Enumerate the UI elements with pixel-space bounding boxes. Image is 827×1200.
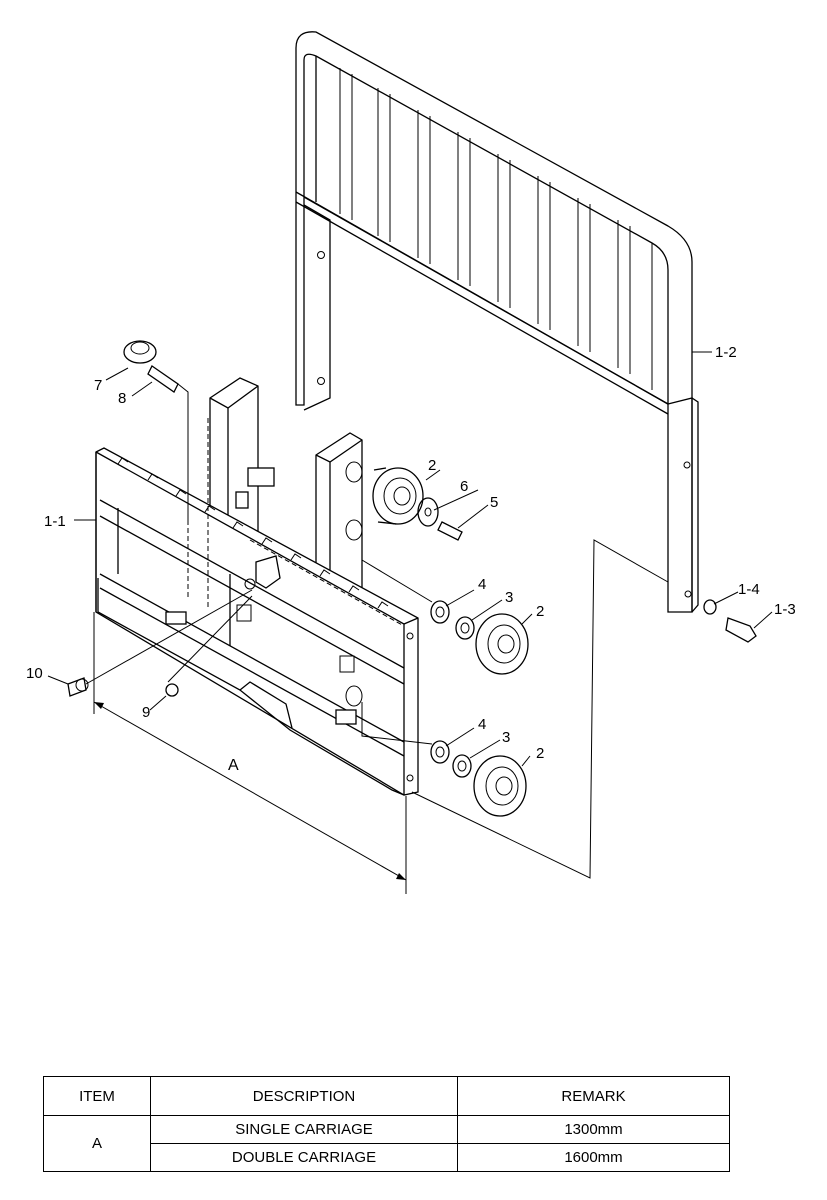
cell-description: SINGLE CARRIAGE (150, 1115, 458, 1144)
dimension-a-label: A (228, 757, 239, 774)
header-description: DESCRIPTION (150, 1076, 458, 1116)
leader-lines (47, 351, 773, 767)
grease-fitting (67, 340, 253, 697)
cell-item: A (43, 1115, 151, 1172)
callout-10: 10 (26, 665, 43, 682)
header-item: ITEM (43, 1076, 151, 1116)
carriage-spec-table: ITEM DESCRIPTION REMARK A SINGLE CARRIAG… (43, 1076, 730, 1172)
cell-remark: 1600mm (457, 1143, 730, 1172)
callout-9: 9 (142, 704, 150, 721)
callout-4-middle: 4 (478, 576, 486, 593)
callout-5: 5 (490, 494, 498, 511)
callout-6: 6 (460, 478, 468, 495)
callout-1-2: 1-2 (715, 344, 737, 361)
callout-2-top: 2 (428, 457, 436, 474)
dimension-a (93, 612, 407, 894)
callout-1-3: 1-3 (774, 601, 796, 618)
cell-description: DOUBLE CARRIAGE (150, 1143, 458, 1172)
carriage-frame (95, 377, 419, 796)
table-row: DOUBLE CARRIAGE 1600mm (44, 1143, 730, 1172)
cell-remark: 1300mm (457, 1115, 730, 1144)
load-rollers (345, 461, 757, 879)
callout-4-bottom: 4 (478, 716, 486, 733)
callout-1-4: 1-4 (738, 581, 760, 598)
exploded-parts-drawing: 1-1 1-2 1-3 1-4 2 2 2 3 3 4 4 5 6 7 8 9 … (26, 31, 796, 894)
load-backrest (295, 31, 699, 613)
callout-7: 7 (94, 377, 102, 394)
callout-3-bottom: 3 (502, 729, 510, 746)
header-remark: REMARK (457, 1076, 730, 1116)
callout-2-middle: 2 (536, 603, 544, 620)
table-row: A SINGLE CARRIAGE 1300mm (43, 1115, 730, 1172)
callout-1-1: 1-1 (44, 513, 66, 530)
callout-2-bottom: 2 (536, 745, 544, 762)
table-header-row: ITEM DESCRIPTION REMARK (43, 1076, 730, 1116)
callout-3-middle: 3 (505, 589, 513, 606)
callout-8: 8 (118, 390, 126, 407)
